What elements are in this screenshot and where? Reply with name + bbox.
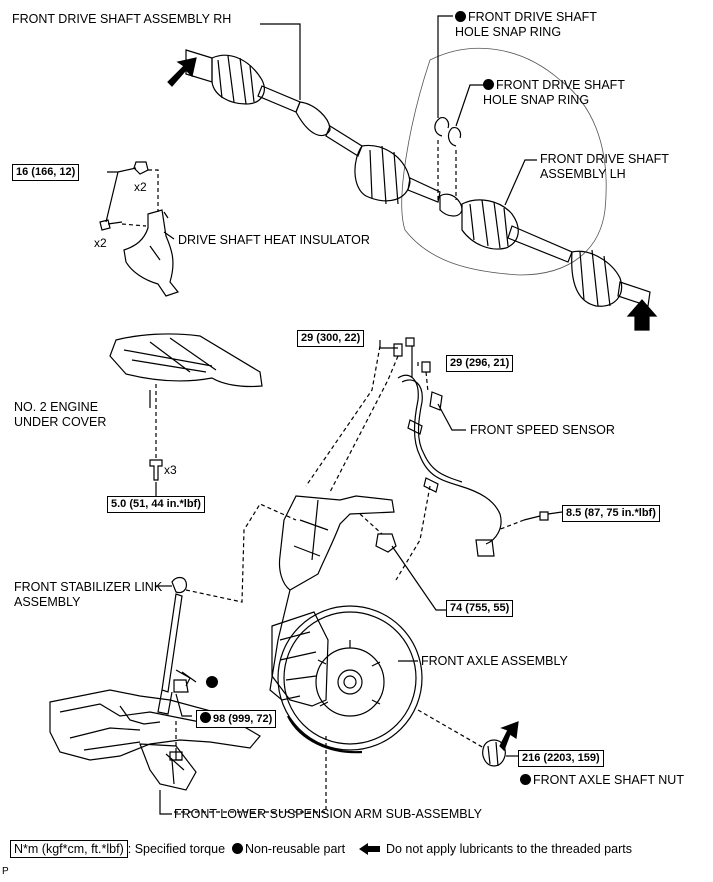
sensor-bolt-1: [405, 337, 415, 347]
label-stabilizer-link: FRONT STABILIZER LINK ASSEMBLY: [14, 580, 163, 609]
legend-non-reusable: Non-reusable part: [245, 842, 346, 856]
sensor-bracket-bolt: [523, 511, 549, 521]
no-lube-arrow-nut: [499, 721, 519, 752]
label-snap-ring-2: FRONT DRIVE SHAFT HOLE SNAP RING: [483, 78, 625, 107]
torque-knuckle-nut: 74 (755, 55): [446, 600, 514, 617]
stabilizer-link-part: [161, 576, 187, 693]
brake-disc: [277, 605, 423, 751]
sensor-bolt-3: [421, 361, 431, 373]
insulator-nut: [133, 161, 149, 175]
label-heat-insulator: DRIVE SHAFT HEAT INSULATOR: [178, 233, 370, 247]
qty-cover-bolt: x3: [164, 463, 177, 477]
legend: N*m (kgf*cm, ft.*lbf): Specified torque …: [10, 840, 632, 858]
axle-shaft-nut-part: [482, 739, 506, 767]
leader-drive-shaft-rh: [260, 23, 301, 100]
non-reusable-dot-icon: [206, 676, 218, 688]
no-lube-arrow-icon: [358, 843, 368, 855]
label-drive-shaft-rh: FRONT DRIVE SHAFT ASSEMBLY RH: [12, 12, 232, 26]
sensor-bolt-2: [393, 343, 403, 357]
non-reusable-dot-icon: [520, 774, 531, 785]
non-reusable-dot-icon: [455, 11, 466, 22]
cover-bolt: [149, 459, 163, 481]
lower-arm-part: [139, 743, 197, 791]
link-nut: [173, 679, 189, 693]
label-engine-under-cover: NO. 2 ENGINE UNDER COVER: [14, 400, 107, 429]
suspension-subframe: [49, 689, 261, 761]
brake-caliper: [271, 611, 329, 707]
leader-speed-sensor: [437, 403, 466, 431]
leader-lower-arm: [159, 790, 172, 815]
torque-link-nut: 98 (999, 72): [196, 710, 277, 728]
steering-knuckle: [278, 495, 395, 591]
no-lube-arrow-rh: [167, 57, 197, 87]
non-reusable-dot-icon: [232, 843, 243, 854]
label-speed-sensor: FRONT SPEED SENSOR: [470, 423, 615, 437]
engine-under-cover-part: [109, 333, 263, 388]
arm-ball-joint: [169, 751, 183, 761]
non-reusable-dot-icon: [483, 79, 494, 90]
legend-torque-text: : Specified torque: [127, 842, 226, 856]
no-lube-arrow-lh: [626, 299, 658, 331]
snap-ring-1: [434, 117, 450, 137]
torque-axle-shaft-nut: 216 (2203, 159): [518, 750, 604, 767]
legend-torque-unit: N*m (kgf*cm, ft.*lbf): [10, 840, 128, 858]
label-axle-assembly: FRONT AXLE ASSEMBLY: [421, 654, 568, 668]
torque-cover-bolts: 5.0 (51, 44 in.*lbf): [107, 496, 205, 513]
qty-insulator-bolt: x2: [94, 236, 107, 250]
leader-snap-ring-2: [455, 84, 484, 127]
insulator-bolt: [99, 219, 123, 231]
torque-sensor-bracket-bolt: 8.5 (87, 75 in.*lbf): [562, 505, 660, 522]
page-letter: P: [2, 866, 9, 877]
non-reusable-dot-icon: [200, 712, 211, 723]
label-lower-arm: FRONT LOWER SUSPENSION ARM SUB-ASSEMBLY: [174, 807, 482, 821]
body-panel-outline: [401, 47, 607, 276]
label-axle-shaft-nut: FRONT AXLE SHAFT NUT: [520, 773, 684, 788]
torque-sensor-bolt-lower: 29 (296, 21): [446, 355, 514, 372]
label-snap-ring-1: FRONT DRIVE SHAFT HOLE SNAP RING: [455, 10, 597, 39]
leader-drive-shaft-lh: [504, 159, 537, 206]
label-drive-shaft-lh: FRONT DRIVE SHAFT ASSEMBLY LH: [540, 152, 669, 181]
speed-sensor-cable: [397, 374, 502, 545]
torque-insulator-bolts: 16 (166, 12): [12, 164, 80, 181]
drive-shaft-lh: [439, 193, 651, 307]
heat-insulator-part: [123, 209, 180, 297]
snap-ring-2: [447, 127, 462, 147]
torque-sensor-bolt-upper: 29 (300, 22): [297, 330, 365, 347]
knuckle-nut: [375, 533, 397, 553]
speed-sensor-head: [475, 539, 495, 557]
leader-snap-ring-1: [437, 15, 453, 118]
legend-no-lubricant: Do not apply lubricants to the threaded …: [385, 842, 632, 856]
qty-insulator-nut: x2: [134, 180, 147, 194]
drive-shaft-rh: [185, 49, 441, 205]
leader-heat-insulator: [163, 231, 175, 240]
